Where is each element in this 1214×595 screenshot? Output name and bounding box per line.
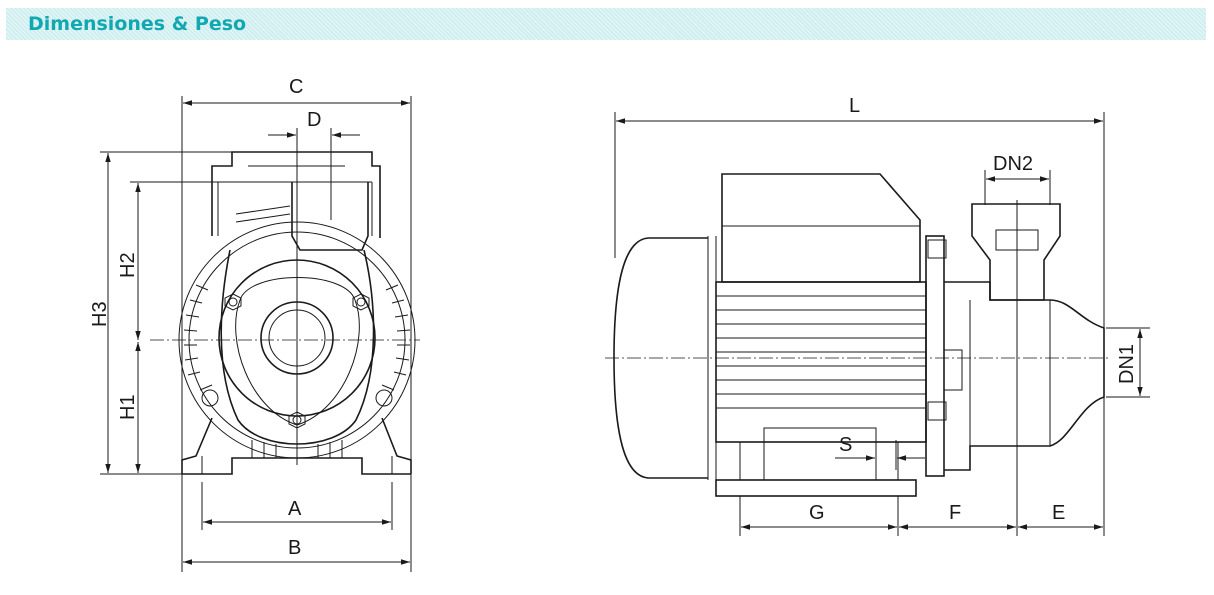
- label-e: E: [1052, 502, 1065, 524]
- label-h3: H3: [89, 301, 111, 327]
- front-view: C D H3 H2 H1 A B: [89, 76, 420, 572]
- label-g: G: [809, 502, 825, 524]
- label-a: A: [288, 498, 302, 520]
- side-view: L DN2 DN1 S G F E: [605, 95, 1150, 536]
- label-h1: H1: [117, 394, 139, 420]
- label-dn1: DN1: [1116, 344, 1138, 384]
- page-title: Dimensiones & Peso: [28, 13, 247, 35]
- label-h2: H2: [117, 252, 139, 278]
- label-s: S: [839, 434, 852, 456]
- pump-front-drawing: [178, 151, 416, 475]
- label-b: B: [288, 537, 301, 559]
- label-c: C: [289, 76, 303, 98]
- header-bar: Dimensiones & Peso: [6, 8, 1206, 40]
- label-dn2: DN2: [993, 153, 1033, 175]
- pump-side-drawing: [613, 173, 1105, 497]
- label-l: L: [849, 95, 860, 117]
- label-f: F: [949, 502, 961, 524]
- label-d: D: [307, 109, 321, 131]
